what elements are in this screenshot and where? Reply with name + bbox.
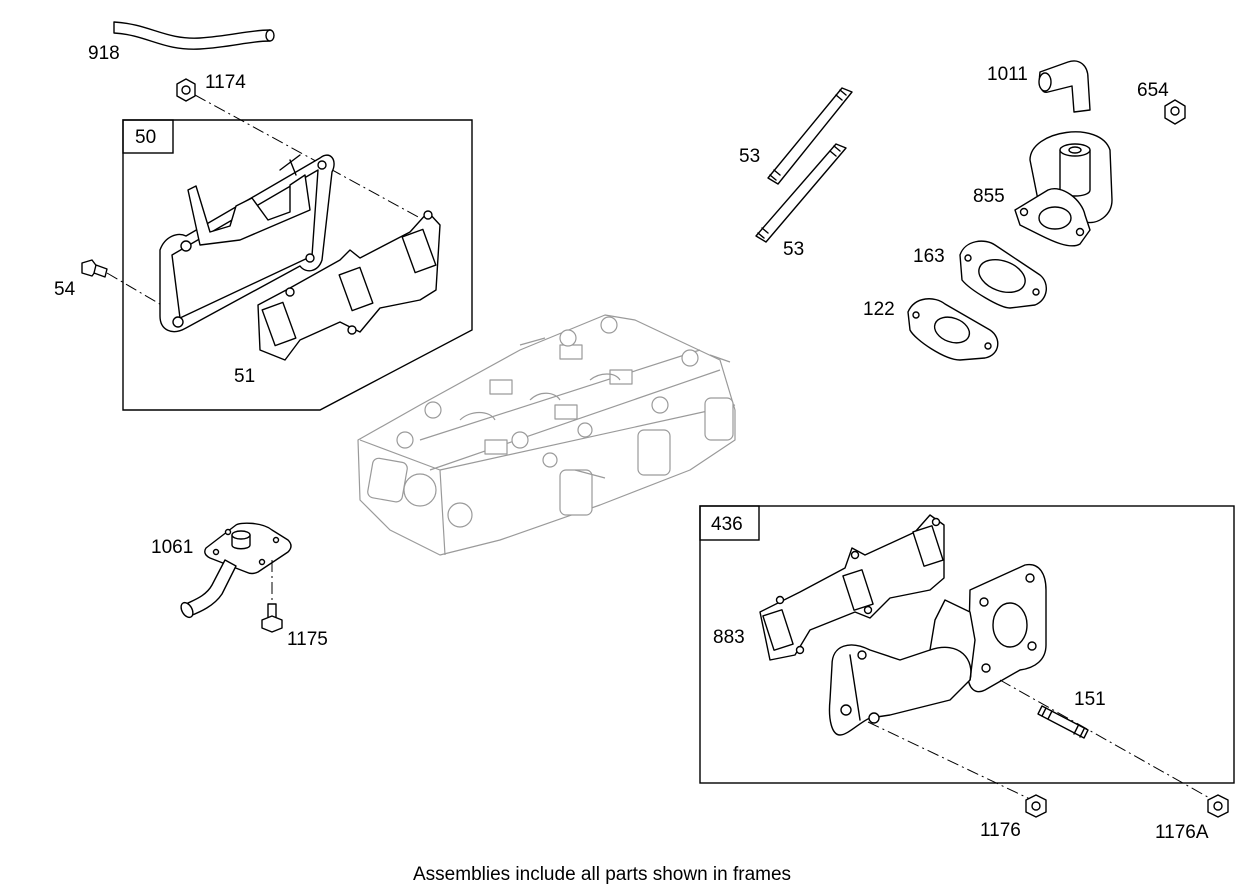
label-54: 54 xyxy=(54,279,76,300)
water-pipe-1061 xyxy=(180,522,292,619)
leader-1176 xyxy=(867,721,1033,801)
label-918: 918 xyxy=(88,43,120,64)
nut-1174 xyxy=(176,78,196,102)
stud-53-lower xyxy=(755,143,847,243)
label-122: 122 xyxy=(863,299,895,320)
bolt-54 xyxy=(81,259,108,278)
gasket-122 xyxy=(907,298,999,361)
nut-1176 xyxy=(1025,794,1047,818)
diagram-caption: Assemblies include all parts shown in fr… xyxy=(413,864,791,885)
label-151: 151 xyxy=(1074,689,1106,710)
thermostat-housing-855 xyxy=(1014,131,1113,247)
hose-918 xyxy=(113,21,275,50)
label-1176A: 1176A xyxy=(1155,822,1209,843)
bolt-1175 xyxy=(261,603,283,633)
frame-label-436: 436 xyxy=(711,514,743,535)
nut-654 xyxy=(1164,99,1186,125)
label-1176: 1176 xyxy=(980,820,1021,841)
nut-1176A xyxy=(1207,794,1229,818)
stud-151 xyxy=(1037,705,1089,739)
label-883: 883 xyxy=(713,627,745,648)
cylinder-head xyxy=(357,314,736,556)
leader-1176A xyxy=(999,679,1214,801)
label-855: 855 xyxy=(973,186,1005,207)
label-1174: 1174 xyxy=(205,72,246,93)
intake-manifold xyxy=(159,154,335,333)
stud-53-upper xyxy=(767,87,853,185)
label-53-upper: 53 xyxy=(739,146,760,167)
label-53-lower: 53 xyxy=(783,239,804,260)
label-1011: 1011 xyxy=(987,64,1028,85)
elbow-1011 xyxy=(1038,60,1091,113)
gasket-163 xyxy=(959,240,1047,309)
label-163: 163 xyxy=(913,246,945,267)
frame-436 xyxy=(699,505,1235,784)
label-1175: 1175 xyxy=(287,629,328,650)
label-1061: 1061 xyxy=(151,537,193,558)
exhaust-manifold xyxy=(828,563,1047,736)
frame-50 xyxy=(122,119,473,411)
gasket-51 xyxy=(257,210,441,361)
label-654: 654 xyxy=(1137,80,1169,101)
frame-label-50: 50 xyxy=(135,127,156,148)
gasket-883 xyxy=(759,514,945,661)
label-51: 51 xyxy=(234,366,255,387)
